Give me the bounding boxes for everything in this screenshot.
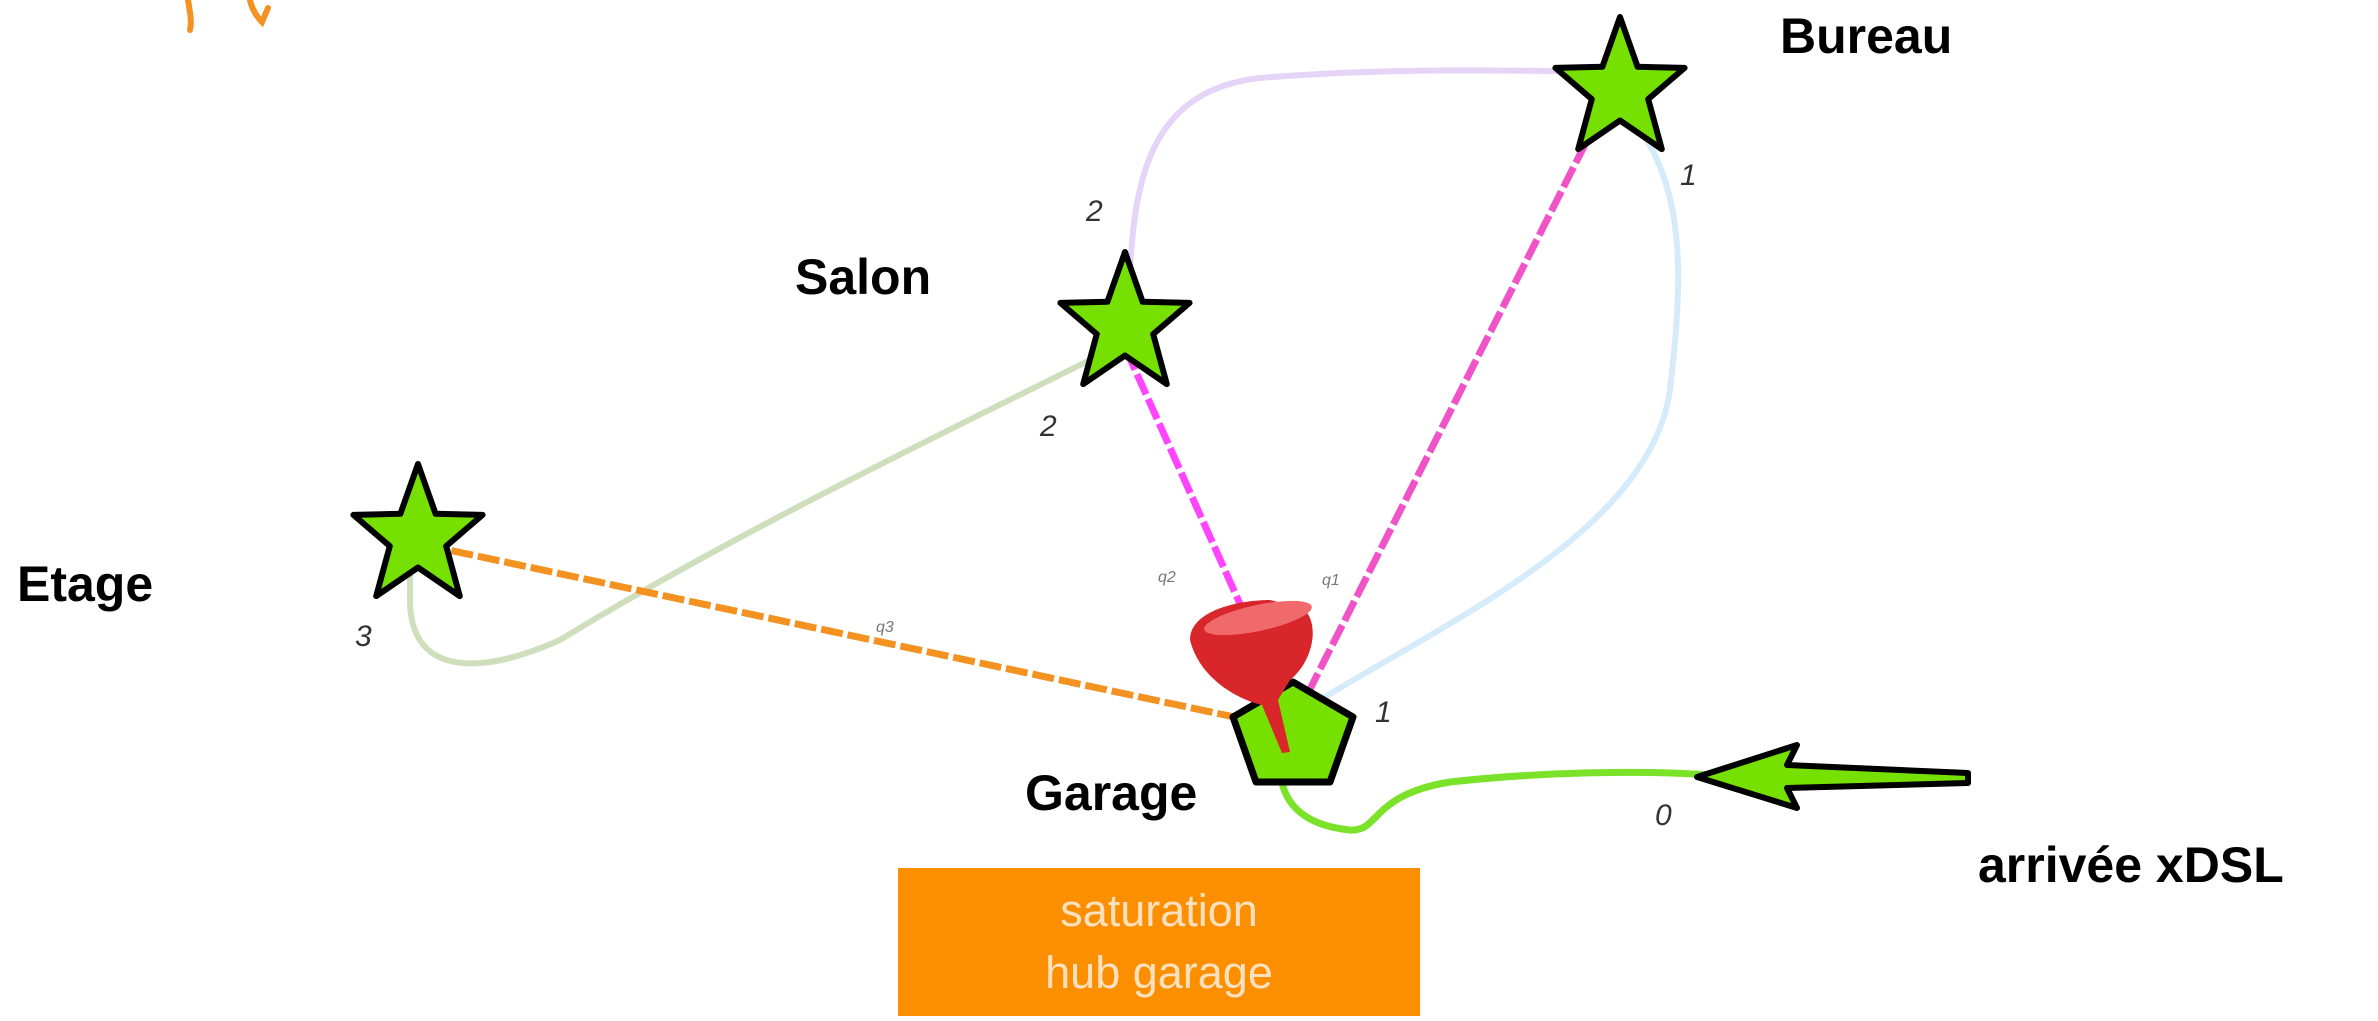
edge-number-salon-top: 2 <box>1085 195 1103 228</box>
rj45-etage <box>424 541 1273 729</box>
edge-number-bureau: 1 <box>1680 159 1697 192</box>
decorative-scribble <box>185 0 271 33</box>
port-label-q2: q2 <box>1158 569 1176 586</box>
star-icon[interactable] <box>1552 14 1688 153</box>
port-label-q3: q3 <box>876 619 894 636</box>
star-icon[interactable] <box>1057 249 1193 388</box>
saturation-callout: saturation hub garage <box>898 868 1420 1016</box>
cable-etage-salon <box>407 352 1102 667</box>
node-label-arrivee-xdsl: arrivée xDSL <box>1978 837 2284 893</box>
funnel-icon <box>1190 600 1313 753</box>
port-label-q1: q1 <box>1322 572 1340 589</box>
edge-number-xdsl: 0 <box>1655 799 1672 832</box>
cable-bureau-garage <box>1318 128 1682 703</box>
edge-number-etage: 3 <box>355 620 372 653</box>
cable-salon-bureau <box>1127 67 1621 271</box>
node-label-bureau: Bureau <box>1780 8 1952 64</box>
node-label-etage: Etage <box>17 556 153 612</box>
arrow-icon <box>1694 742 1971 811</box>
star-icon[interactable] <box>350 461 486 600</box>
edge-number-salon-bottom: 2 <box>1039 410 1057 443</box>
callout-line-1: saturation <box>1060 885 1258 936</box>
callout-line-2: hub garage <box>1045 947 1273 998</box>
node-label-salon: Salon <box>795 249 931 305</box>
rj45-salon <box>1111 323 1249 617</box>
rj45-bureau <box>1298 93 1614 707</box>
edge-number-garage: 1 <box>1375 696 1392 729</box>
cable-xdsl <box>1276 764 1711 834</box>
node-label-garage: Garage <box>1025 765 1197 821</box>
